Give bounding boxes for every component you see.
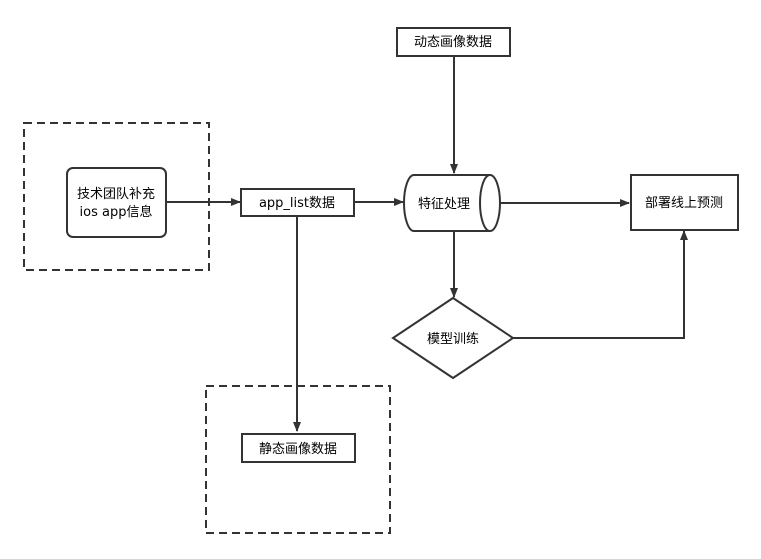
dashed-group-tech-team — [23, 122, 210, 271]
node-feature-processing: 特征处理 — [403, 174, 501, 232]
node-model-training-label: 模型训练 — [427, 332, 479, 347]
node-app-list: app_list数据 — [240, 188, 355, 217]
node-app-list-shape — [240, 188, 355, 217]
node-tech-team-label-line1: 技术团队补充 — [77, 186, 155, 202]
node-dynamic-profile-label: 动态画像数据 — [414, 35, 492, 50]
node-static-profile: 静态画像数据 — [241, 433, 356, 463]
node-tech-team: 技术团队补充 ios app信息 — [66, 167, 167, 238]
node-feature-processing-cylinder-rim — [479, 174, 491, 232]
node-static-profile-shape — [241, 433, 356, 463]
node-deploy-predict-label: 部署线上预测 — [645, 196, 723, 211]
node-model-training: 模型训练 — [391, 296, 515, 380]
node-tech-team-shape — [66, 167, 167, 238]
node-tech-team-label-line2: ios app信息 — [80, 204, 153, 220]
node-deploy-predict-shape — [630, 174, 739, 231]
node-static-profile-label: 静态画像数据 — [259, 442, 337, 457]
node-model-training-shape — [391, 296, 515, 380]
node-dynamic-profile: 动态画像数据 — [396, 27, 511, 57]
node-app-list-label: app_list数据 — [259, 196, 335, 211]
node-feature-processing-label: 特征处理 — [418, 197, 470, 212]
edge-model-training-to-deploy — [513, 230, 688, 339]
node-dynamic-profile-shape — [396, 27, 511, 57]
node-deploy-predict: 部署线上预测 — [630, 174, 739, 231]
edges — [166, 56, 688, 432]
